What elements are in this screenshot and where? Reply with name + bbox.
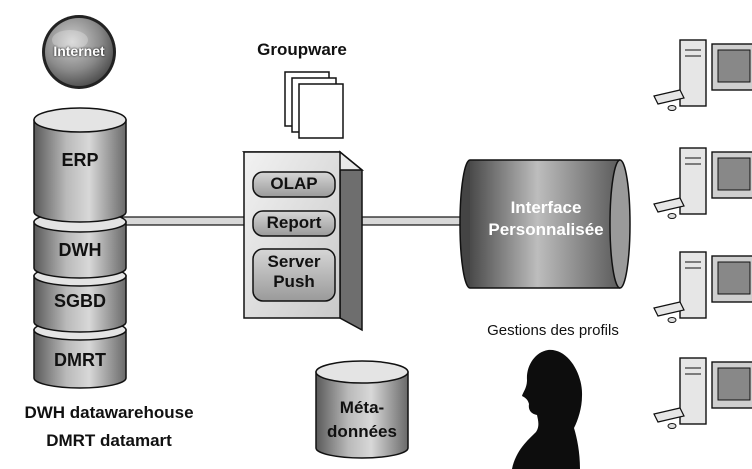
module-olap-button bbox=[252, 171, 336, 198]
legend-dwh: DWH datawarehouse bbox=[24, 403, 194, 422]
connector-server-interface bbox=[361, 216, 471, 226]
database-cylinder-erp bbox=[33, 107, 127, 223]
database-label-erp: ERP bbox=[61, 150, 99, 170]
module-server-push-button bbox=[252, 248, 336, 302]
module-server-push-label: Server Push bbox=[267, 252, 321, 291]
connector-db-server bbox=[119, 216, 251, 226]
metadata-label-line2: données bbox=[327, 422, 397, 441]
user-profile-silhouette-icon bbox=[512, 349, 583, 469]
application-server bbox=[241, 150, 365, 332]
internet-globe-icon bbox=[42, 15, 116, 89]
groupware-label: Groupware bbox=[257, 40, 347, 59]
profiles-label: Gestions des profils bbox=[487, 322, 619, 339]
client-computer-4-icon bbox=[653, 357, 752, 429]
database-stack bbox=[33, 107, 127, 389]
client-computer-3-icon bbox=[653, 251, 752, 323]
interface-label-line2: Personnalisée bbox=[488, 220, 604, 239]
module-report-label: Report bbox=[266, 213, 322, 232]
metadata-cylinder bbox=[315, 360, 409, 459]
client-computer-2-icon bbox=[653, 147, 752, 219]
database-label-sgbd: SGBD bbox=[53, 291, 106, 311]
legend-dmrt: DMRT datamart bbox=[46, 431, 172, 450]
database-label-dmrt: DMRT bbox=[54, 350, 106, 370]
module-olap-label: OLAP bbox=[270, 174, 318, 193]
interface-personnalisee-cylinder bbox=[459, 159, 631, 289]
client-computer-1-icon bbox=[653, 39, 752, 111]
metadata-label-line1: Méta- bbox=[339, 398, 385, 417]
interface-label-line1: Interface bbox=[510, 198, 582, 217]
groupware-documents-icon bbox=[284, 71, 344, 139]
database-label-dwh: DWH bbox=[58, 240, 102, 260]
module-report-button bbox=[252, 210, 336, 237]
internet-label: Internet bbox=[53, 43, 105, 59]
